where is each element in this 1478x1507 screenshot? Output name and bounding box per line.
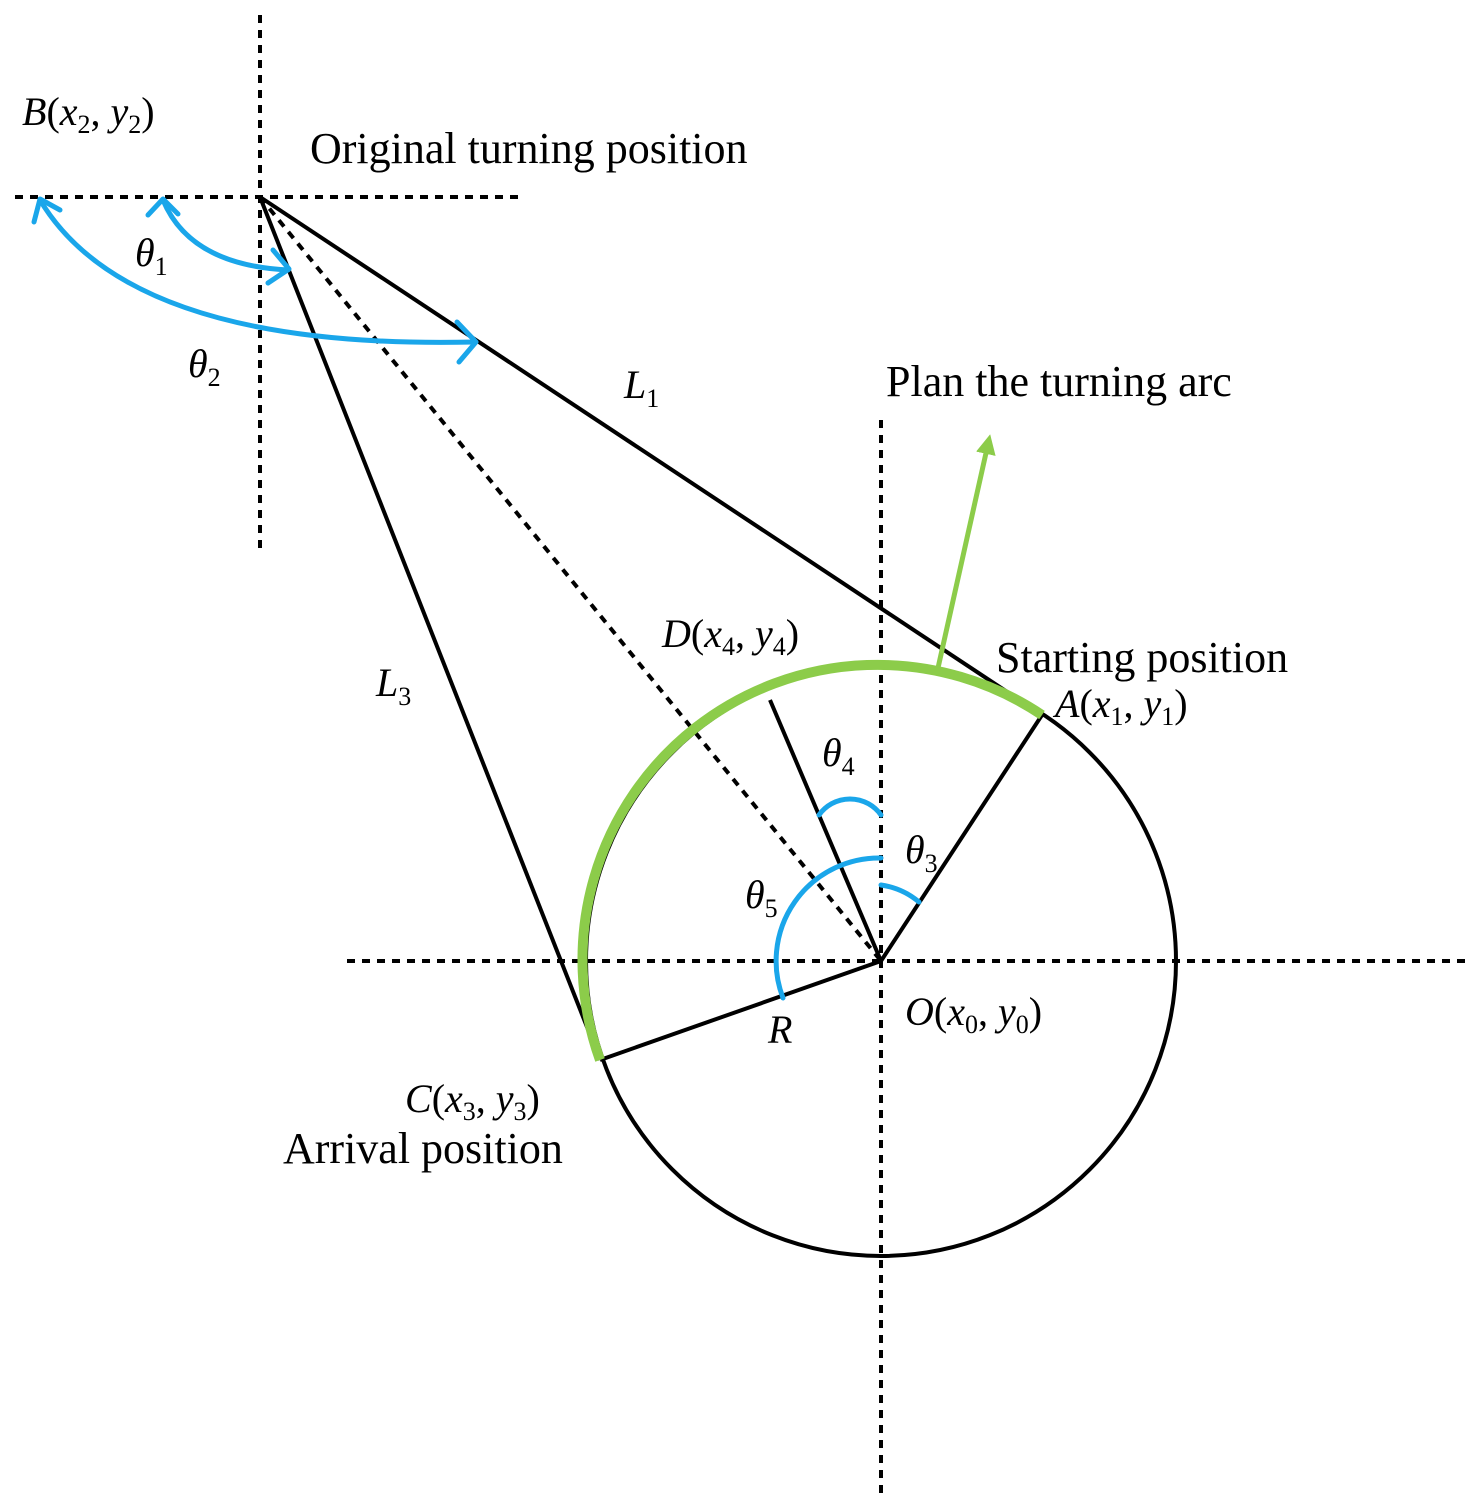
theta1-arc <box>160 197 291 273</box>
radius-oc <box>599 959 882 1062</box>
plan-turning-arc-caption: Plan the turning arc <box>886 357 1232 406</box>
theta5-label: θ5 <box>745 872 778 923</box>
point-d-label: D(x4, y4) <box>661 611 799 661</box>
l1-label: L1 <box>623 362 659 413</box>
b-to-o-dashed-line <box>258 195 883 963</box>
theta5-arc <box>773 855 884 1001</box>
starting-position-caption: Starting position <box>996 633 1288 682</box>
theta4-arc <box>816 796 884 818</box>
theta1-arrowhead-right <box>265 247 292 286</box>
arrival-position-caption: Arrival position <box>283 1124 563 1173</box>
theta2-arc <box>37 197 478 345</box>
radius-oa <box>879 713 1044 963</box>
l3-label: L3 <box>375 660 411 711</box>
planned-turning-arc <box>577 659 1045 1062</box>
segment-l3 <box>258 196 602 1061</box>
point-c-label: C(x3, y3) <box>405 1076 540 1126</box>
radius-od <box>768 699 883 962</box>
theta3-label: θ3 <box>905 827 938 878</box>
radius-r-label: R <box>767 1007 792 1052</box>
point-a-label: A(x1, y1) <box>1052 681 1188 731</box>
theta4-label: θ4 <box>822 730 855 781</box>
plan-direction-arrow <box>935 434 996 669</box>
original-turning-position-caption: Original turning position <box>310 124 748 173</box>
point-o-label: O(x0, y0) <box>905 989 1042 1039</box>
segment-l1 <box>258 195 1044 717</box>
theta2-arrowhead-right <box>454 319 479 365</box>
theta1-arrowhead-top <box>145 196 181 218</box>
theta2-label: θ2 <box>188 341 221 392</box>
point-b-label: B(x2, y2) <box>22 89 155 139</box>
theta3-arc <box>878 882 922 905</box>
theta2-arrowhead-top <box>31 196 63 225</box>
theta1-label: θ1 <box>135 230 168 281</box>
